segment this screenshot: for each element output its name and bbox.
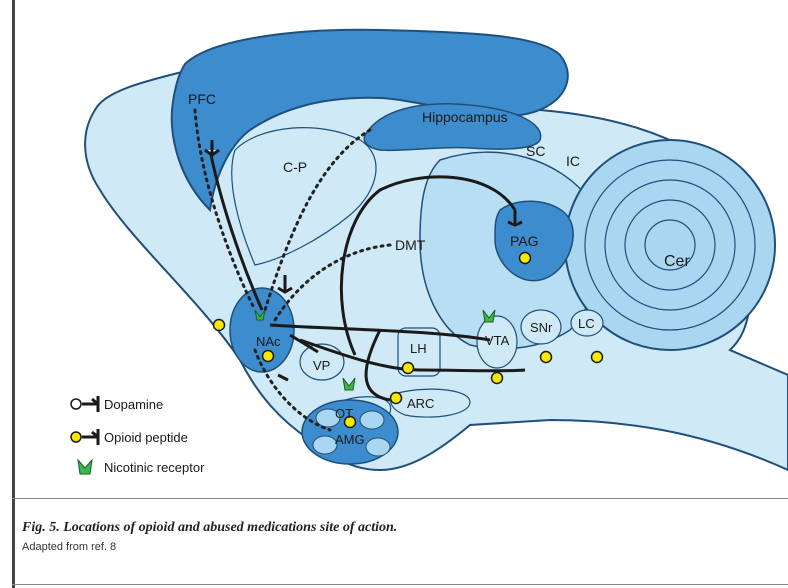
label-ic: IC — [566, 153, 580, 169]
divider-bottom — [12, 584, 788, 585]
label-cp: C-P — [283, 159, 307, 175]
label-pag: PAG — [510, 233, 539, 249]
legend-nicotinic-symbol — [78, 460, 92, 474]
figure-caption: Fig. 5. Locations of opioid and abused m… — [22, 520, 397, 536]
label-snr: SNr — [530, 320, 553, 335]
legend-opioid-symbol — [71, 429, 98, 445]
label-lh: LH — [410, 341, 427, 356]
label-nac: NAc — [256, 334, 281, 349]
label-amg: AMG — [335, 432, 365, 447]
nac-region — [230, 288, 294, 372]
label-vta: VTA — [485, 333, 510, 348]
label-sc: SC — [526, 143, 545, 159]
label-dmt: DMT — [395, 237, 426, 253]
legend-opioid-label: Opioid peptide — [104, 430, 188, 445]
legend-dopamine-label: Dopamine — [104, 397, 163, 412]
legend-nicotinic-label: Nicotinic receptor — [104, 460, 205, 475]
legend-dopamine-symbol — [71, 396, 98, 412]
label-hippocampus: Hippocampus — [422, 109, 508, 125]
divider-top — [12, 498, 788, 499]
label-lc: LC — [578, 316, 595, 331]
label-pfc: PFC — [188, 91, 216, 107]
label-vp: VP — [313, 358, 330, 373]
figure-source-note: Adapted from ref. 8 — [22, 541, 116, 553]
legend: Dopamine Opioid peptide Nicotinic recept… — [71, 396, 205, 475]
label-ot: OT — [335, 406, 353, 421]
label-cer: Cer — [664, 253, 690, 270]
label-arc: ARC — [407, 396, 434, 411]
brain-diagram: PFC Hippocampus C-P SC IC DMT PAG Cer NA… — [15, 0, 788, 496]
